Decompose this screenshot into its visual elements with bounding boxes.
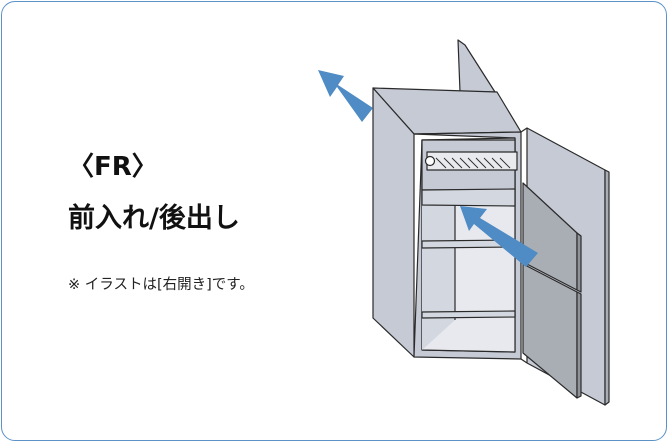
in-arrow-icon	[460, 206, 538, 267]
bottom-shelf	[421, 310, 516, 319]
illustration-note: ※ イラストは[右開き]です。	[68, 277, 254, 293]
lock-knob	[424, 155, 436, 167]
out-arrow-icon	[318, 70, 373, 122]
model-heading: 〈FR〉	[68, 152, 158, 182]
rear-panel	[457, 39, 496, 93]
load-direction-title: 前入れ/後出し	[68, 203, 240, 234]
cabinet-left-side	[372, 87, 415, 358]
upper-shelf	[421, 188, 516, 207]
